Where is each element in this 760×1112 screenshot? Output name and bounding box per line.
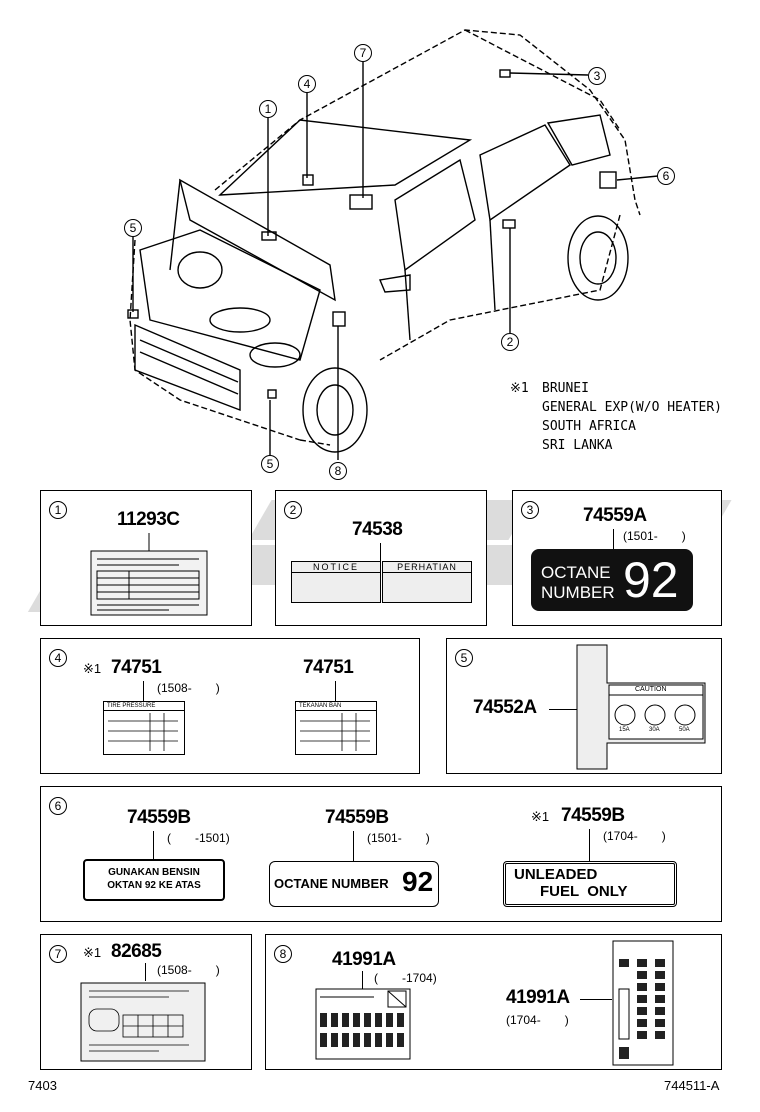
date-range-a: ( -1501) [167,831,230,845]
octane-value: 92 [623,552,679,608]
part-number-b: 41991A [506,987,570,1008]
notice-label: NOTICE [291,561,381,603]
part-number: 82685 [111,941,162,962]
callout-4: 4 [298,75,316,93]
notes-line: GENERAL EXP(W/O HEATER) [542,400,723,415]
octane-number-value: 92 [402,866,434,897]
callout-6: 6 [657,167,675,185]
callout-8: 8 [329,462,347,480]
callout-7: 7 [354,44,372,62]
note-marker: ※1 [531,809,550,824]
note-marker: ※1 [83,661,102,676]
panel-6: 6 74559B ( -1501) GUNAKAN BENSIN OKTAN 9… [40,786,722,922]
fuse-15a: 15A [619,727,630,733]
panel-number: 8 [274,945,292,963]
callout-5-bottom: 5 [261,455,279,473]
caution-text: CAUTION [635,686,667,693]
date-range-b: (1704- ) [506,1013,569,1027]
unleaded-fuel-only-label: UNLEADED FUEL ONLY [503,861,677,907]
part-number: 74538 [352,519,403,540]
gunakan-bensin-line2: OKTAN 92 KE ATAS [107,880,201,891]
number-text: NUMBER [541,583,615,602]
panel-7: 7 ※1 82685 (1508- ) [40,934,252,1070]
octane-number-text: OCTANE NUMBER [274,876,389,891]
notes-marker: ※1 [510,381,529,396]
callout-5-top: 5 [124,219,142,237]
gunakan-bensin-label: GUNAKAN BENSIN OKTAN 92 KE ATAS [83,859,225,901]
tire-label-b-title: TEKANAN BAN [296,702,376,711]
part-number-a: 41991A [332,949,396,970]
panel-5: 5 74552A CAUTION 15A 30A 50A [446,638,722,774]
panel-number: 4 [49,649,67,667]
date-range: (1501- ) [623,529,686,543]
part-number-b: 74751 [303,657,354,678]
panel-3: 3 74559A (1501- ) OCTANE NUMBER 92 [512,490,722,626]
part-number-c: 74559B [561,805,625,826]
part-number-a: 74751 [111,657,162,678]
footer-right: 744511-A [664,1078,720,1093]
part-number: 74559A [583,505,647,526]
tire-label-a: TIRE PRESSURE [103,701,185,755]
notes-line: SRI LANKA [542,438,613,453]
panel-number: 3 [521,501,539,519]
unleaded-text: UNLEADED [514,866,598,883]
panel-number: 5 [455,649,473,667]
panel-1: 1 11293C [40,490,252,626]
panel-number: 7 [49,945,67,963]
fuse-caution-label [576,644,706,770]
date-range-a: (1508- ) [157,681,220,695]
callout-2: 2 [501,333,519,351]
panel-number: 2 [284,501,302,519]
part-number: 11293C [117,509,180,530]
tire-label-b: TEKANAN BAN [295,701,377,755]
label-illustration [80,982,206,1062]
panel-number: 1 [49,501,67,519]
label-illustration [90,533,208,616]
part-number-b: 74559B [325,807,389,828]
notice-title: NOTICE [292,562,380,573]
date-range-a: ( -1704) [374,971,437,985]
fuse-label-a [315,988,411,1060]
date-range-b: (1501- ) [367,831,430,845]
part-number: 74552A [473,697,537,718]
date-range-c: (1704- ) [603,829,666,843]
panel-2: 2 74538 NOTICE PERHATIAN [275,490,487,626]
panel-4: 4 ※1 74751 (1508- ) TIRE PRESSURE 74751 … [40,638,420,774]
date-range: (1508- ) [157,963,220,977]
panel-8: 8 41991A ( -1704) 41991A (1704- ) [265,934,722,1070]
car-overview-diagram [127,29,659,460]
gunakan-bensin-line1: GUNAKAN BENSIN [108,867,200,878]
notes-line: BRUNEI [542,381,589,396]
fuel-only-text: FUEL ONLY [540,883,628,900]
perhatian-label: PERHATIAN [382,561,472,603]
octane-number-92-label: OCTANE NUMBER 92 [269,861,439,907]
panel-number: 6 [49,797,67,815]
callout-3: 3 [588,67,606,85]
fuse-30a: 30A [649,727,660,733]
callout-1: 1 [259,100,277,118]
footer-left: 7403 [28,1078,57,1093]
note-marker: ※1 [83,945,102,960]
octane-text: OCTANE [541,563,611,582]
fuse-label-b [612,940,674,1066]
notes-line: SOUTH AFRICA [542,419,636,434]
perhatian-title: PERHATIAN [383,562,471,573]
tire-label-a-title: TIRE PRESSURE [104,702,184,711]
octane-92-label: OCTANE NUMBER 92 [531,549,693,611]
part-number-a: 74559B [127,807,191,828]
fuse-50a: 50A [679,727,690,733]
